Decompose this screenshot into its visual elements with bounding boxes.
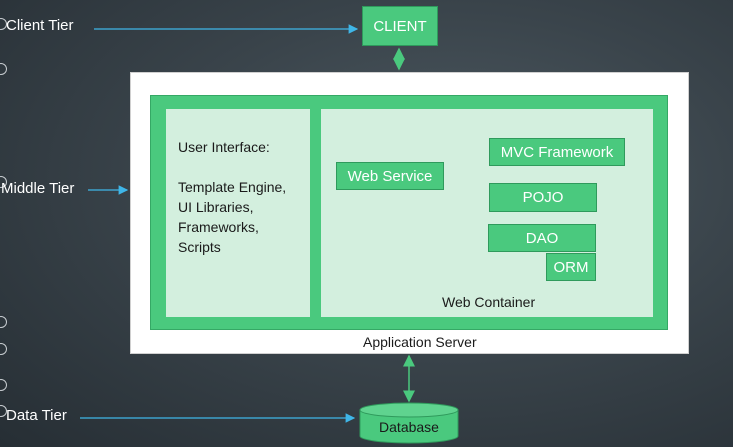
client-tier-label: Client Tier [6,17,74,34]
orm-label: ORM [553,258,589,276]
web-service-box: Web Service [336,162,444,190]
web-service-label: Web Service [347,167,433,185]
middle-tier-label: Middle Tier [1,180,75,197]
dao-box: DAO [488,224,596,252]
pojo-box: POJO [489,183,597,212]
application-server-label: Application Server [363,334,477,350]
pojo-label: POJO [522,189,564,206]
dao-label: DAO [525,229,559,247]
database-cylinder [359,402,459,444]
web-container-label: Web Container [442,294,536,310]
data-tier-label: Data Tier [6,407,67,424]
user-interface-items: Template Engine, UI Libraries, Framework… [178,179,287,255]
client-box: CLIENT [362,6,438,46]
mvc-framework-box: MVC Framework [489,138,625,166]
mvc-framework-label: MVC Framework [500,143,614,161]
user-interface-panel [166,109,310,317]
user-interface-title: User Interface: [178,139,270,155]
database-label: Database [379,419,439,435]
orm-box: ORM [546,253,596,281]
client-label: CLIENT [373,17,427,35]
